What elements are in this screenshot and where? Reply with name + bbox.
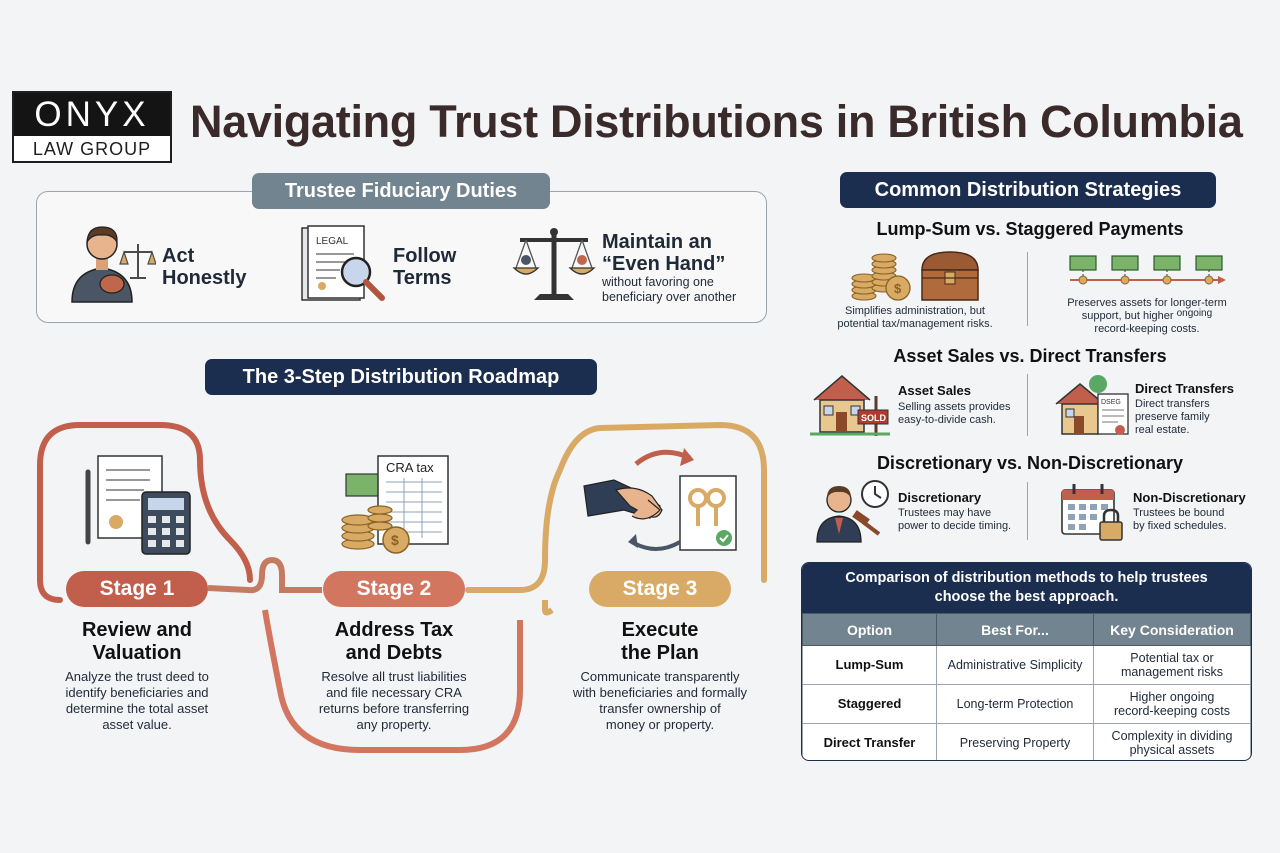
lump-vs-staggered-heading: Lump-Sum vs. Staggered Payments bbox=[876, 219, 1184, 239]
staggered-caption: Preserves assets for longer-term support… bbox=[1067, 297, 1227, 335]
table-row: Staggered Long-term Protection Higher on… bbox=[802, 684, 1251, 724]
valuation-calculator-icon bbox=[85, 455, 191, 555]
duty-even-hand-label: Maintain an “Even Hand” bbox=[602, 231, 726, 275]
legal-document-text: LEGAL bbox=[316, 236, 349, 247]
stage-3-pill: Stage 3 bbox=[589, 571, 731, 607]
sold-sign-text: SOLD bbox=[861, 413, 887, 423]
logo: ONYX LAW GROUP bbox=[12, 91, 172, 163]
page-title: Navigating Trust Distributions in Britis… bbox=[190, 96, 1243, 147]
column-header: Key Consideration bbox=[1093, 613, 1251, 646]
stage-2-description: Resolve all trust liabilities and file n… bbox=[318, 669, 470, 732]
stage-2-pill: Stage 2 bbox=[323, 571, 465, 607]
stage-2-title: Address Tax and Debts bbox=[334, 619, 454, 664]
discretionary-heading: Discretionary vs. Non-Discretionary bbox=[876, 453, 1184, 473]
table-caption: Comparison of distribution methods to he… bbox=[802, 563, 1251, 613]
duties-heading: Trustee Fiduciary Duties bbox=[252, 173, 550, 209]
strategies-heading: Common Distribution Strategies bbox=[840, 172, 1216, 208]
calendar-lock-icon bbox=[1061, 484, 1123, 541]
staggered-payments-timeline-icon bbox=[1069, 255, 1226, 285]
duty-follow-terms-label: Follow Terms bbox=[393, 245, 457, 289]
tax-coins-icon: CRA tax $ bbox=[341, 455, 449, 554]
legal-document-icon: LEGAL bbox=[301, 225, 385, 301]
house-deed-icon: DSEG bbox=[1055, 375, 1129, 435]
balance-scale-icon bbox=[512, 228, 596, 300]
tax-form-text: CRA tax bbox=[386, 460, 434, 475]
lump-sum-caption: Simplifies administration, but potential… bbox=[837, 305, 993, 330]
table-cell: Preserving Property bbox=[936, 723, 1094, 760]
comparison-table: Comparison of distribution methods to he… bbox=[801, 562, 1252, 761]
stage-1-title: Review and Valuation bbox=[81, 619, 193, 664]
divider bbox=[1027, 482, 1028, 540]
handshake-keys-icon bbox=[583, 448, 737, 551]
table-cell: Lump-Sum bbox=[802, 645, 937, 685]
duty-even-hand-description: without favoring one beneficiary over an… bbox=[602, 275, 737, 304]
asset-sales-title: Asset Sales bbox=[898, 383, 971, 398]
discretionary-title: Discretionary bbox=[898, 490, 982, 505]
divider bbox=[1027, 252, 1028, 326]
honest-person-icon bbox=[71, 226, 156, 303]
comparison-grid: Option Best For... Key Consideration Lum… bbox=[802, 613, 1251, 760]
coins-treasure-chest-icon: $ bbox=[851, 251, 979, 301]
trustee-clock-gavel-icon bbox=[816, 480, 889, 543]
direct-transfers-title: Direct Transfers bbox=[1135, 381, 1234, 396]
asset-sales-description: Selling assets provides easy-to-divide c… bbox=[898, 401, 1011, 426]
table-cell: Direct Transfer bbox=[802, 723, 937, 760]
stage-3-title: Execute the Plan bbox=[621, 619, 699, 664]
non-discretionary-title: Non-Discretionary bbox=[1133, 490, 1246, 505]
logo-subtitle: LAW GROUP bbox=[32, 139, 152, 159]
divider bbox=[1027, 374, 1028, 436]
table-row: Lump-Sum Administrative Simplicity Poten… bbox=[802, 645, 1251, 685]
table-cell: Staggered bbox=[802, 684, 937, 724]
table-cell: Long-term Protection bbox=[936, 684, 1094, 724]
stage-1-pill: Stage 1 bbox=[66, 571, 208, 607]
discretionary-description: Trustees may have power to decide timing… bbox=[898, 507, 1012, 532]
deed-text: DSEG bbox=[1101, 399, 1121, 406]
table-header-row: Option Best For... Key Consideration bbox=[802, 613, 1251, 646]
stage-1-description: Analyze the trust deed to identify benef… bbox=[65, 669, 209, 732]
house-sold-sign-icon: SOLD bbox=[810, 375, 890, 436]
direct-transfers-description: Direct transfers preserve family real es… bbox=[1135, 398, 1210, 436]
roadmap-path bbox=[37, 421, 767, 753]
non-discretionary-description: Trustees be bound by fixed schedules. bbox=[1133, 507, 1227, 532]
stage-3-description: Communicate transparently with beneficia… bbox=[572, 669, 748, 732]
duty-act-honestly-label: Act Honestly bbox=[162, 245, 247, 289]
roadmap-heading: The 3-Step Distribution Roadmap bbox=[205, 359, 597, 395]
sales-vs-transfers-heading: Asset Sales vs. Direct Transfers bbox=[893, 346, 1167, 366]
table-cell: Administrative Simplicity bbox=[936, 645, 1094, 685]
svg-text:$: $ bbox=[391, 532, 399, 548]
logo-wordmark: ONYX bbox=[14, 93, 170, 136]
column-header: Best For... bbox=[936, 613, 1094, 646]
column-header: Option bbox=[802, 613, 937, 646]
table-row: Direct Transfer Preserving Property Comp… bbox=[802, 723, 1251, 760]
svg-text:$: $ bbox=[894, 281, 902, 296]
